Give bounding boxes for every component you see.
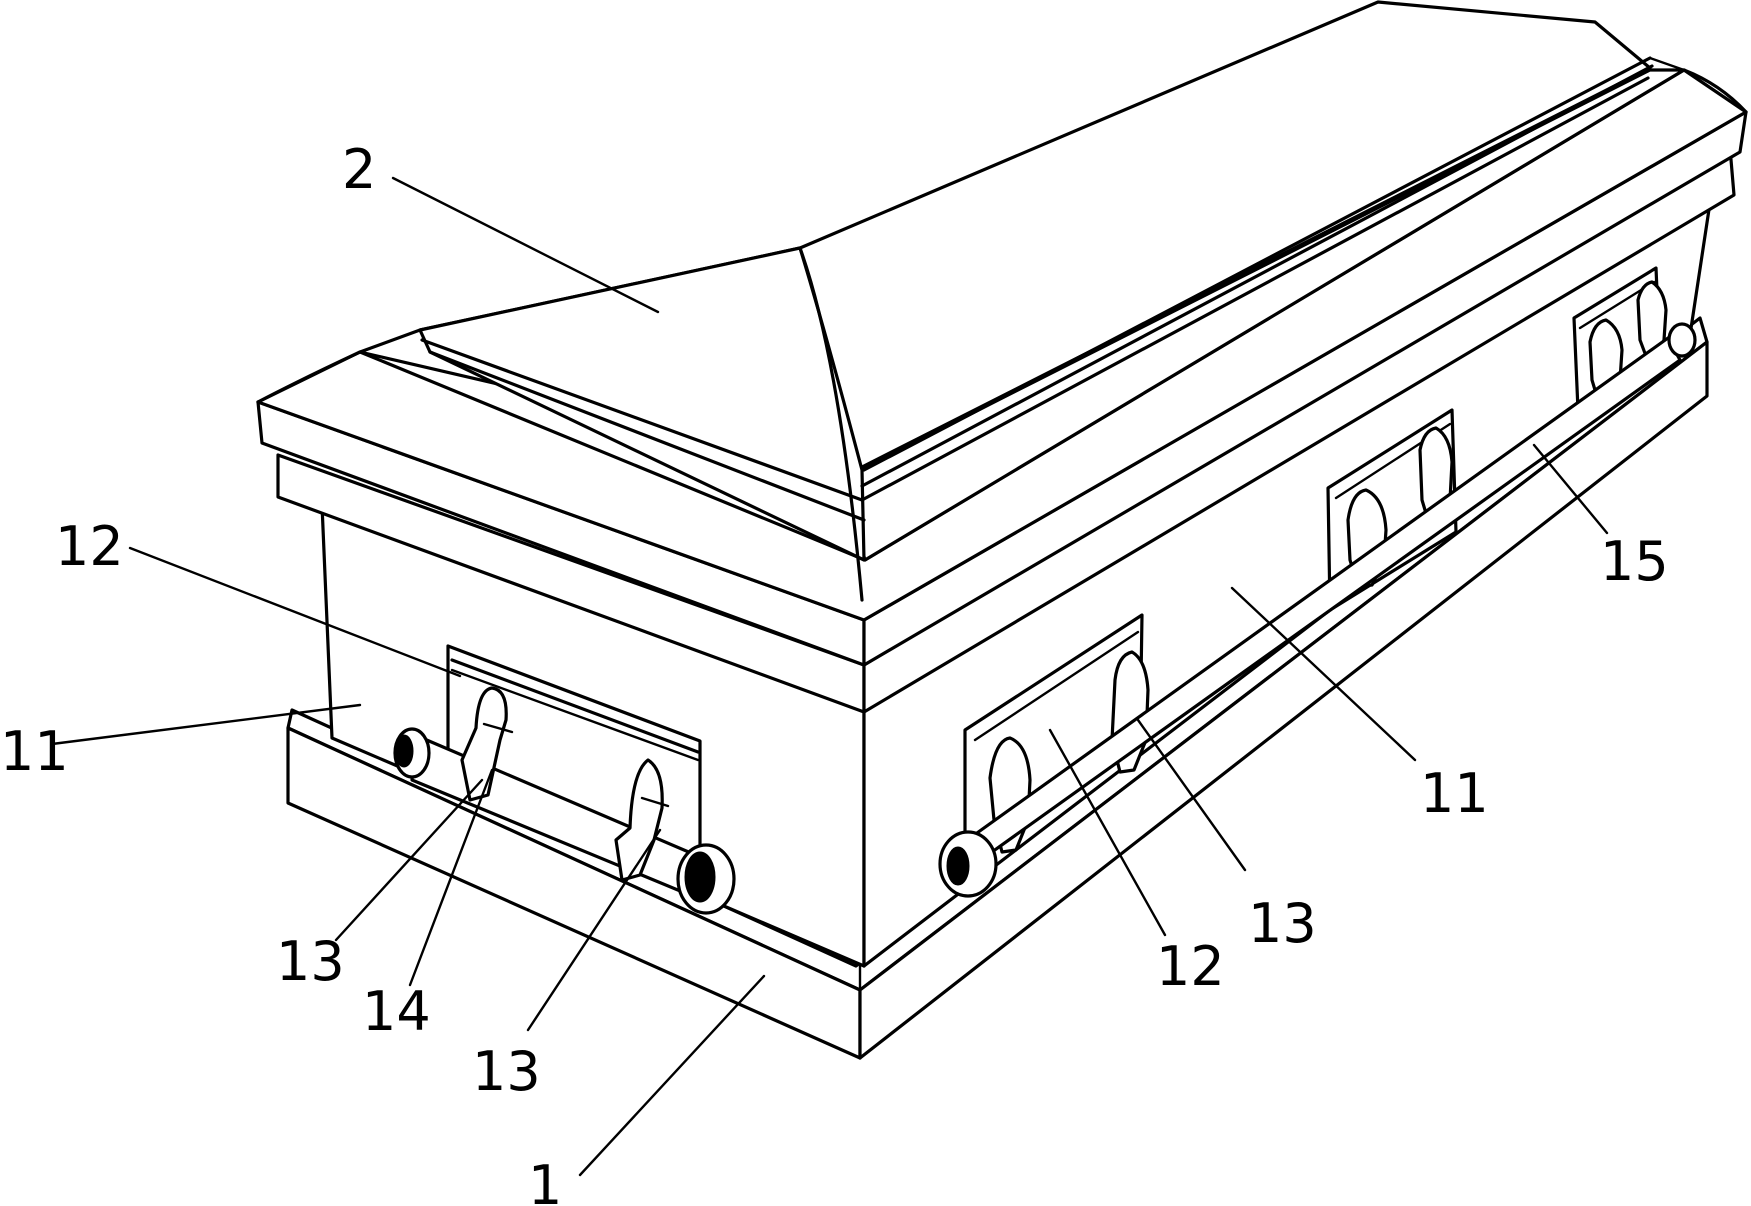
label-14: 14 (362, 980, 431, 1043)
label-2: 2 (342, 138, 376, 201)
label-13-b: 13 (472, 1040, 541, 1103)
label-13-c: 13 (1248, 892, 1317, 955)
label-13-a: 13 (276, 930, 345, 993)
label-15: 15 (1600, 530, 1669, 593)
label-12-mid: 12 (1156, 935, 1225, 998)
label-11-left: 11 (0, 720, 69, 783)
label-1: 1 (528, 1154, 562, 1206)
label-11-right: 11 (1420, 762, 1489, 825)
label-12-top: 12 (55, 515, 124, 578)
